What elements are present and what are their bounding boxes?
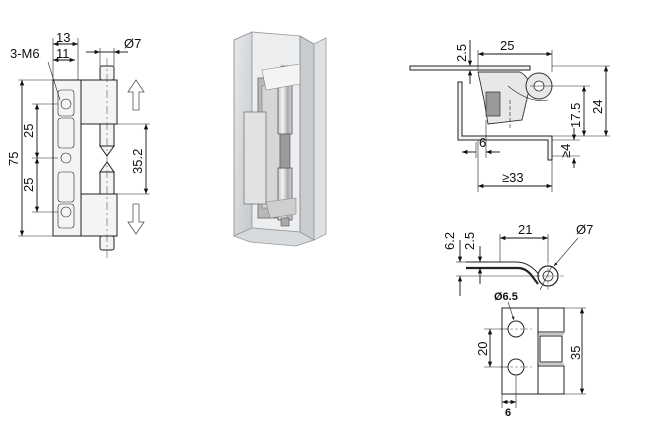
dim-25: 2.5 <box>462 232 477 250</box>
dim-hole-pitch-bottom: 25 <box>21 178 36 192</box>
dim-width-inner: 11 <box>56 46 70 61</box>
dim-height: 35 <box>568 346 583 360</box>
dim-total-height: 75 <box>6 152 21 166</box>
dim-21: 21 <box>518 222 532 237</box>
dim-height-17: 17.5 <box>568 103 583 128</box>
dim-pitch: 20 <box>475 342 490 356</box>
leader-thread <box>47 61 61 101</box>
leaf-view: Ø6.5 20 35 6 <box>475 291 586 419</box>
isometric-illustration <box>232 31 327 247</box>
arrow-down-icon <box>127 203 145 235</box>
dim-offset: 2.5 <box>454 44 469 62</box>
knuckle-2 <box>539 335 563 363</box>
label-thread: 3-M6 <box>10 46 40 61</box>
dim-edge: 6 <box>505 407 511 419</box>
dim-clearance: ≥33 <box>502 170 524 185</box>
knuckle-bottom <box>80 193 118 237</box>
dim-leaf-length: 25 <box>500 38 514 53</box>
section-view: 6.2 2.5 21 Ø7 <box>442 222 593 296</box>
slot-hole-mid-lower <box>57 171 75 203</box>
front-view: 13 11 3-M6 Ø7 75 25 25 35.2 <box>6 30 150 258</box>
dim-material: 6 <box>479 135 486 150</box>
knuckle-top <box>80 79 118 125</box>
dim-width-outer: 13 <box>56 30 70 45</box>
screw-hole-middle <box>60 152 72 164</box>
dim-gap-min: ≥4 <box>558 144 573 158</box>
screw-hole-bottom <box>60 206 72 218</box>
dim-hole: Ø6.5 <box>494 291 518 303</box>
knuckle-3 <box>537 365 565 395</box>
slot-hole-top <box>57 89 75 117</box>
dim-height-24: 24 <box>590 100 605 114</box>
dim-62: 6.2 <box>442 232 457 250</box>
dim-hole-pitch-top: 25 <box>21 124 36 138</box>
side-view: 2.5 25 17.5 24 ≥4 6 ≥33 <box>409 38 610 192</box>
screw-hole-top <box>60 98 72 110</box>
arrow-up-icon <box>127 79 145 111</box>
knuckle-1 <box>537 307 565 333</box>
dim-pin: Ø7 <box>576 222 593 237</box>
leaf-plate <box>501 307 539 395</box>
slot-hole-bottom <box>57 203 75 229</box>
dim-pin-dia: Ø7 <box>124 36 141 51</box>
dim-pin-length: 35.2 <box>130 149 145 174</box>
slot-hole-mid-upper <box>57 117 75 149</box>
